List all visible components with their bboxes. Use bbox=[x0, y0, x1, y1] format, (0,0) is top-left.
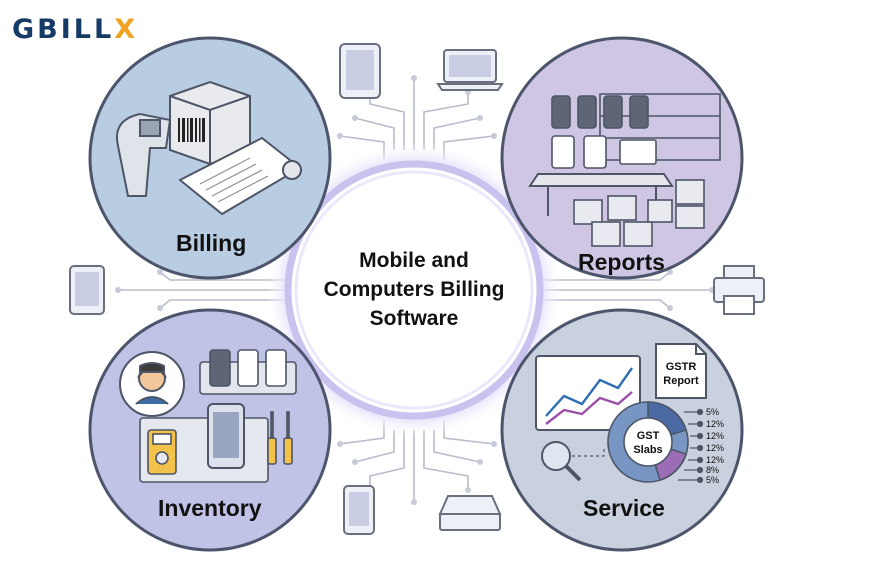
gst-slabs-label-1: GST bbox=[637, 430, 660, 442]
boxes-stack-icon bbox=[573, 179, 705, 247]
dashed-connector bbox=[572, 446, 605, 457]
report-document-icon bbox=[655, 343, 707, 399]
service-label: Service bbox=[583, 495, 665, 521]
slab-value: 5% bbox=[706, 407, 719, 417]
server-icon-bottom bbox=[438, 495, 502, 531]
slab-leader-lines bbox=[678, 408, 704, 484]
gst-slabs-label-2: Slabs bbox=[633, 444, 662, 456]
logo-x-mark: X bbox=[114, 14, 139, 45]
center-title: Mobile and Computers Billing Software bbox=[296, 246, 532, 333]
gstr-report-subtitle: Report bbox=[663, 375, 699, 387]
screwdriver-icon bbox=[267, 411, 293, 465]
gst-slabs-pie-icon bbox=[607, 401, 689, 483]
support-agent-icon bbox=[119, 351, 185, 417]
center-title-line-1: Mobile and bbox=[359, 249, 469, 272]
receipt-icon bbox=[178, 136, 302, 216]
phone-icon-bottom bbox=[343, 485, 375, 535]
slab-value: 12% bbox=[706, 431, 724, 441]
slab-value: 5% bbox=[706, 475, 719, 485]
center-title-line-3: Software bbox=[369, 307, 459, 330]
inventory-label: Inventory bbox=[158, 495, 262, 521]
logo-text: GBILL bbox=[12, 14, 115, 45]
reports-label: Reports bbox=[578, 249, 665, 275]
slab-value: 12% bbox=[706, 419, 724, 429]
phones-tray-icon bbox=[199, 349, 297, 395]
barcode-label bbox=[178, 118, 205, 142]
smartphone-repair-icon bbox=[207, 403, 245, 469]
phones-display-icon bbox=[551, 95, 657, 169]
slab-value: 8% bbox=[706, 465, 719, 475]
multimeter-icon bbox=[147, 429, 177, 475]
printer-icon-right bbox=[713, 265, 765, 315]
slab-value: 12% bbox=[706, 443, 724, 453]
tablet-icon-left bbox=[69, 265, 105, 315]
tablet-icon-top bbox=[339, 43, 381, 99]
line-chart-icon bbox=[535, 355, 641, 431]
barcode-scanner-icon bbox=[116, 112, 172, 197]
gbillx-logo: GBILLX bbox=[12, 14, 138, 45]
billing-label: Billing bbox=[176, 230, 247, 256]
center-title-line-2: Computers Billing bbox=[323, 278, 505, 301]
magnifier-icon bbox=[541, 441, 582, 482]
gstr-report-title: GSTR bbox=[666, 361, 697, 373]
slab-value: 12% bbox=[706, 455, 724, 465]
laptop-icon-top bbox=[436, 49, 504, 91]
